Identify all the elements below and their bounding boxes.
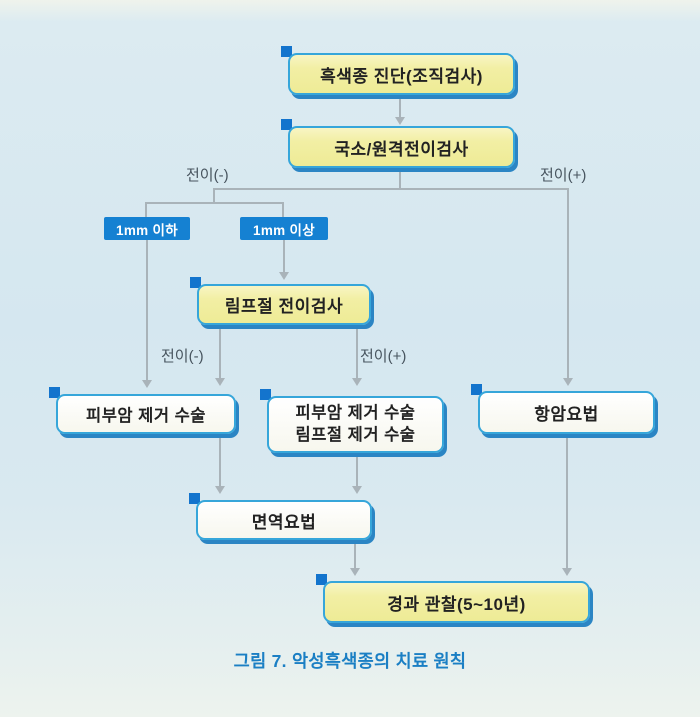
corner-accent-icon: [190, 277, 201, 288]
arrowhead-diagnosis-to-staging: [395, 117, 405, 125]
node-chemotherapy-label: 항암요법: [534, 405, 599, 424]
node-staging-test: 국소/원격전이검사: [288, 126, 515, 168]
arrowhead-lymph-negative-to-excision: [215, 378, 225, 386]
edge-label-lymph-negative: 전이(-): [161, 348, 204, 365]
arrowhead-to-chemotherapy: [563, 378, 573, 386]
edge-excision-to-immunotherapy: [219, 434, 221, 488]
arrowhead-chemotherapy-to-followup: [562, 568, 572, 576]
corner-accent-icon: [281, 46, 292, 57]
edge-to-thin-chip: [145, 202, 147, 217]
corner-accent-icon: [316, 574, 327, 585]
edge-negative-drop: [213, 188, 215, 204]
edge-lymph-negative-to-excision: [219, 325, 221, 380]
corner-accent-icon: [189, 493, 200, 504]
edge-label-staging-positive: 전이(+): [540, 167, 587, 184]
corner-accent-icon: [49, 387, 60, 398]
node-skin-cancer-excision: 피부암 제거 수술: [56, 394, 236, 434]
edge-positive-to-chemotherapy: [567, 188, 569, 380]
edge-to-thick-chip: [282, 202, 284, 217]
node-skin-lymph-excision: 피부암 제거 수술 림프절 제거 수술: [267, 396, 444, 453]
corner-accent-icon: [471, 384, 482, 395]
edge-label-staging-negative: 전이(-): [186, 167, 229, 184]
edge-staging-branch-horizontal: [213, 188, 569, 190]
node-skin-cancer-excision-label: 피부암 제거 수술: [86, 407, 206, 425]
node-follow-up: 경과 관찰(5~10년): [323, 581, 590, 623]
arrowhead-excision-lymph-to-immunotherapy: [352, 486, 362, 494]
edge-immunotherapy-to-followup: [354, 540, 356, 570]
chip-thick-1mm: 1mm 이상: [240, 217, 328, 240]
node-skin-lymph-excision-line1: 피부암 제거 수술: [295, 404, 416, 423]
node-diagnosis: 흑색종 진단(조직검사): [288, 53, 515, 95]
arrowhead-thick-to-lymph-test: [279, 272, 289, 280]
edge-chemotherapy-to-followup: [566, 434, 568, 570]
arrowhead-thin-to-excision: [142, 380, 152, 388]
edge-lymph-positive-to-excision-lymph: [356, 325, 358, 380]
corner-accent-icon: [281, 119, 292, 130]
edge-label-lymph-positive: 전이(+): [360, 348, 407, 365]
node-immunotherapy-label: 면역요법: [251, 512, 317, 532]
node-follow-up-label: 경과 관찰(5~10년): [387, 594, 526, 614]
chip-thin-1mm-label: 1mm 이하: [116, 222, 178, 238]
node-chemotherapy: 항암요법: [478, 391, 655, 434]
node-lymph-node-test: 림프절 전이검사: [197, 284, 371, 325]
node-staging-test-label: 국소/원격전이검사: [334, 139, 469, 159]
node-immunotherapy: 면역요법: [196, 500, 372, 540]
node-lymph-node-test-label: 림프절 전이검사: [224, 297, 344, 316]
edge-thick-to-lymph-test: [283, 240, 285, 274]
arrowhead-lymph-positive-to-excision-lymph: [352, 378, 362, 386]
edge-thin-to-excision: [146, 240, 148, 382]
figure-caption: 그림 7. 악성흑색종의 치료 원칙: [233, 651, 467, 671]
arrowhead-excision-to-immunotherapy: [215, 486, 225, 494]
node-skin-lymph-excision-line2: 림프절 제거 수술: [295, 425, 416, 444]
edge-staging-stub: [399, 168, 401, 189]
corner-accent-icon: [260, 389, 271, 400]
chip-thin-1mm: 1mm 이하: [104, 217, 190, 240]
chip-thick-1mm-label: 1mm 이상: [253, 222, 315, 238]
edge-excision-lymph-to-immunotherapy: [356, 453, 358, 488]
node-diagnosis-label: 흑색종 진단(조직검사): [320, 66, 483, 86]
edge-thickness-split-horizontal: [145, 202, 284, 204]
arrowhead-immunotherapy-to-followup: [350, 568, 360, 576]
edge-diagnosis-to-staging: [399, 99, 401, 117]
